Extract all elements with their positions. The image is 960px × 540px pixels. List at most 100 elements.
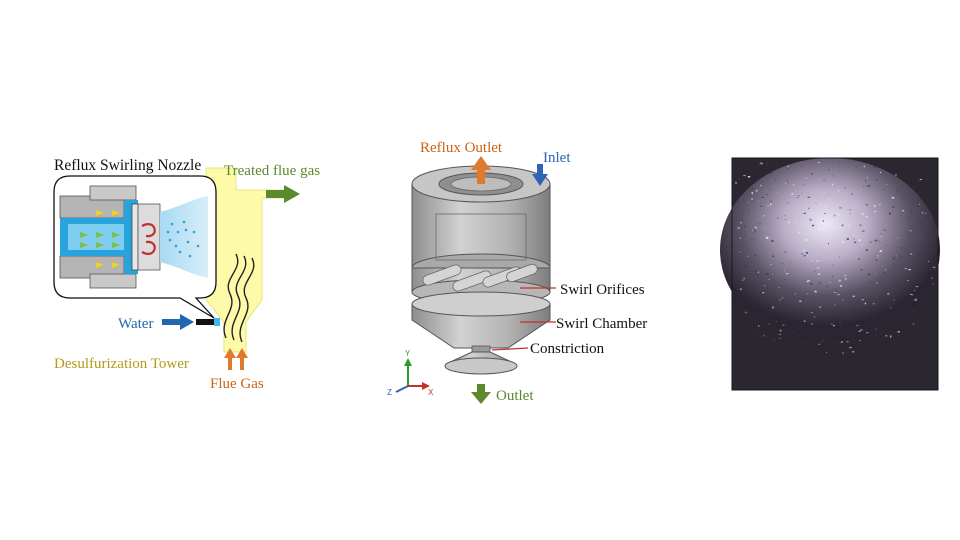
- flue-gas-label: Flue Gas: [210, 376, 264, 392]
- photo-speck: [734, 255, 736, 257]
- photo-speck: [821, 339, 824, 342]
- photo-speck: [761, 325, 763, 327]
- photo-speck: [890, 337, 892, 339]
- photo-speck: [810, 173, 814, 175]
- photo-speck: [865, 203, 868, 206]
- photo-speck: [933, 269, 937, 271]
- photo-speck: [775, 321, 777, 323]
- photo-speck: [811, 224, 815, 227]
- photo-speck: [777, 217, 779, 220]
- photo-speck: [908, 271, 910, 273]
- photo-speck: [770, 264, 773, 265]
- photo-speck: [900, 256, 903, 258]
- photo-speck: [819, 306, 822, 308]
- photo-speck: [863, 186, 865, 187]
- photo-speck: [795, 221, 796, 223]
- photo-speck: [738, 177, 740, 180]
- photo-speck: [779, 299, 781, 301]
- photo-speck: [823, 179, 826, 181]
- photo-speck: [739, 251, 741, 253]
- photo-speck: [791, 193, 794, 195]
- photo-speck: [889, 212, 891, 215]
- photo-speck: [769, 188, 771, 190]
- photo-speck: [767, 205, 769, 207]
- photo-speck: [874, 239, 877, 242]
- photo-speck: [866, 332, 869, 334]
- photo-speck: [802, 297, 805, 299]
- photo-speck: [840, 327, 842, 329]
- nozzle-tip: [214, 318, 220, 326]
- photo-speck: [766, 163, 769, 166]
- photo-speck: [925, 233, 927, 235]
- photo-speck: [868, 282, 872, 283]
- photo-speck: [846, 238, 849, 240]
- photo-speck: [908, 234, 910, 235]
- photo-speck: [885, 306, 887, 307]
- photo-speck: [926, 252, 929, 254]
- photo-speck: [764, 227, 766, 228]
- photo-speck: [894, 317, 896, 320]
- photo-speck: [861, 299, 865, 301]
- photo-speck: [885, 290, 889, 291]
- spray-photo: [720, 157, 940, 391]
- photo-speck: [811, 260, 813, 262]
- photo-speck: [751, 239, 753, 241]
- photo-speck: [749, 313, 752, 314]
- photo-speck: [739, 237, 741, 239]
- photo-speck: [787, 202, 790, 204]
- photo-speck: [777, 336, 780, 338]
- photo-speck: [927, 277, 929, 279]
- photo-speck: [844, 278, 847, 280]
- photo-speck: [865, 249, 868, 251]
- photo-speck: [863, 165, 866, 168]
- outlet-arrow: [471, 384, 491, 404]
- photo-speck: [839, 214, 840, 217]
- photo-speck: [798, 250, 800, 251]
- photo-speck: [770, 203, 772, 206]
- photo-speck: [934, 186, 936, 188]
- photo-speck: [806, 252, 808, 254]
- axis-z-label: Z: [387, 388, 392, 397]
- photo-speck: [875, 259, 878, 261]
- photo-speck: [810, 312, 813, 313]
- photo-speck: [743, 312, 745, 314]
- photo-speck: [900, 247, 903, 249]
- photo-speck: [809, 219, 813, 221]
- photo-speck: [893, 299, 895, 301]
- photo-speck: [787, 221, 791, 223]
- photo-speck: [914, 300, 916, 301]
- photo-speck: [861, 214, 864, 216]
- photo-speck: [913, 290, 916, 291]
- water-arrow: [162, 314, 194, 330]
- photo-speck: [853, 238, 856, 240]
- photo-speck: [808, 207, 810, 209]
- photo-speck: [843, 346, 846, 348]
- photo-speck: [747, 312, 750, 314]
- photo-speck: [875, 179, 878, 181]
- photo-speck: [846, 340, 849, 343]
- photo-speck: [911, 310, 914, 312]
- photo-speck: [828, 295, 830, 297]
- photo-speck: [814, 271, 817, 273]
- photo-speck: [919, 179, 922, 181]
- nozzle-cross-section: [59, 185, 208, 289]
- photo-speck: [825, 332, 827, 334]
- photo-speck: [851, 193, 853, 195]
- middle-panel: Reflux Outlet Inlet Outlet Swirl Orifice…: [387, 140, 647, 404]
- photo-speck: [845, 299, 847, 300]
- photo-speck: [842, 299, 844, 301]
- photo-speck: [833, 325, 835, 327]
- photo-speck: [889, 326, 891, 327]
- photo-speck: [895, 283, 897, 285]
- photo-speck: [833, 342, 836, 344]
- photo-speck: [815, 203, 817, 204]
- photo-speck: [814, 290, 817, 293]
- photo-speck: [895, 174, 897, 176]
- photo-speck: [751, 192, 754, 194]
- photo-speck: [754, 254, 756, 256]
- photo-speck: [828, 168, 830, 171]
- photo-speck: [926, 188, 928, 191]
- photo-speck: [744, 225, 746, 228]
- photo-speck: [748, 210, 750, 212]
- photo-speck: [849, 213, 851, 215]
